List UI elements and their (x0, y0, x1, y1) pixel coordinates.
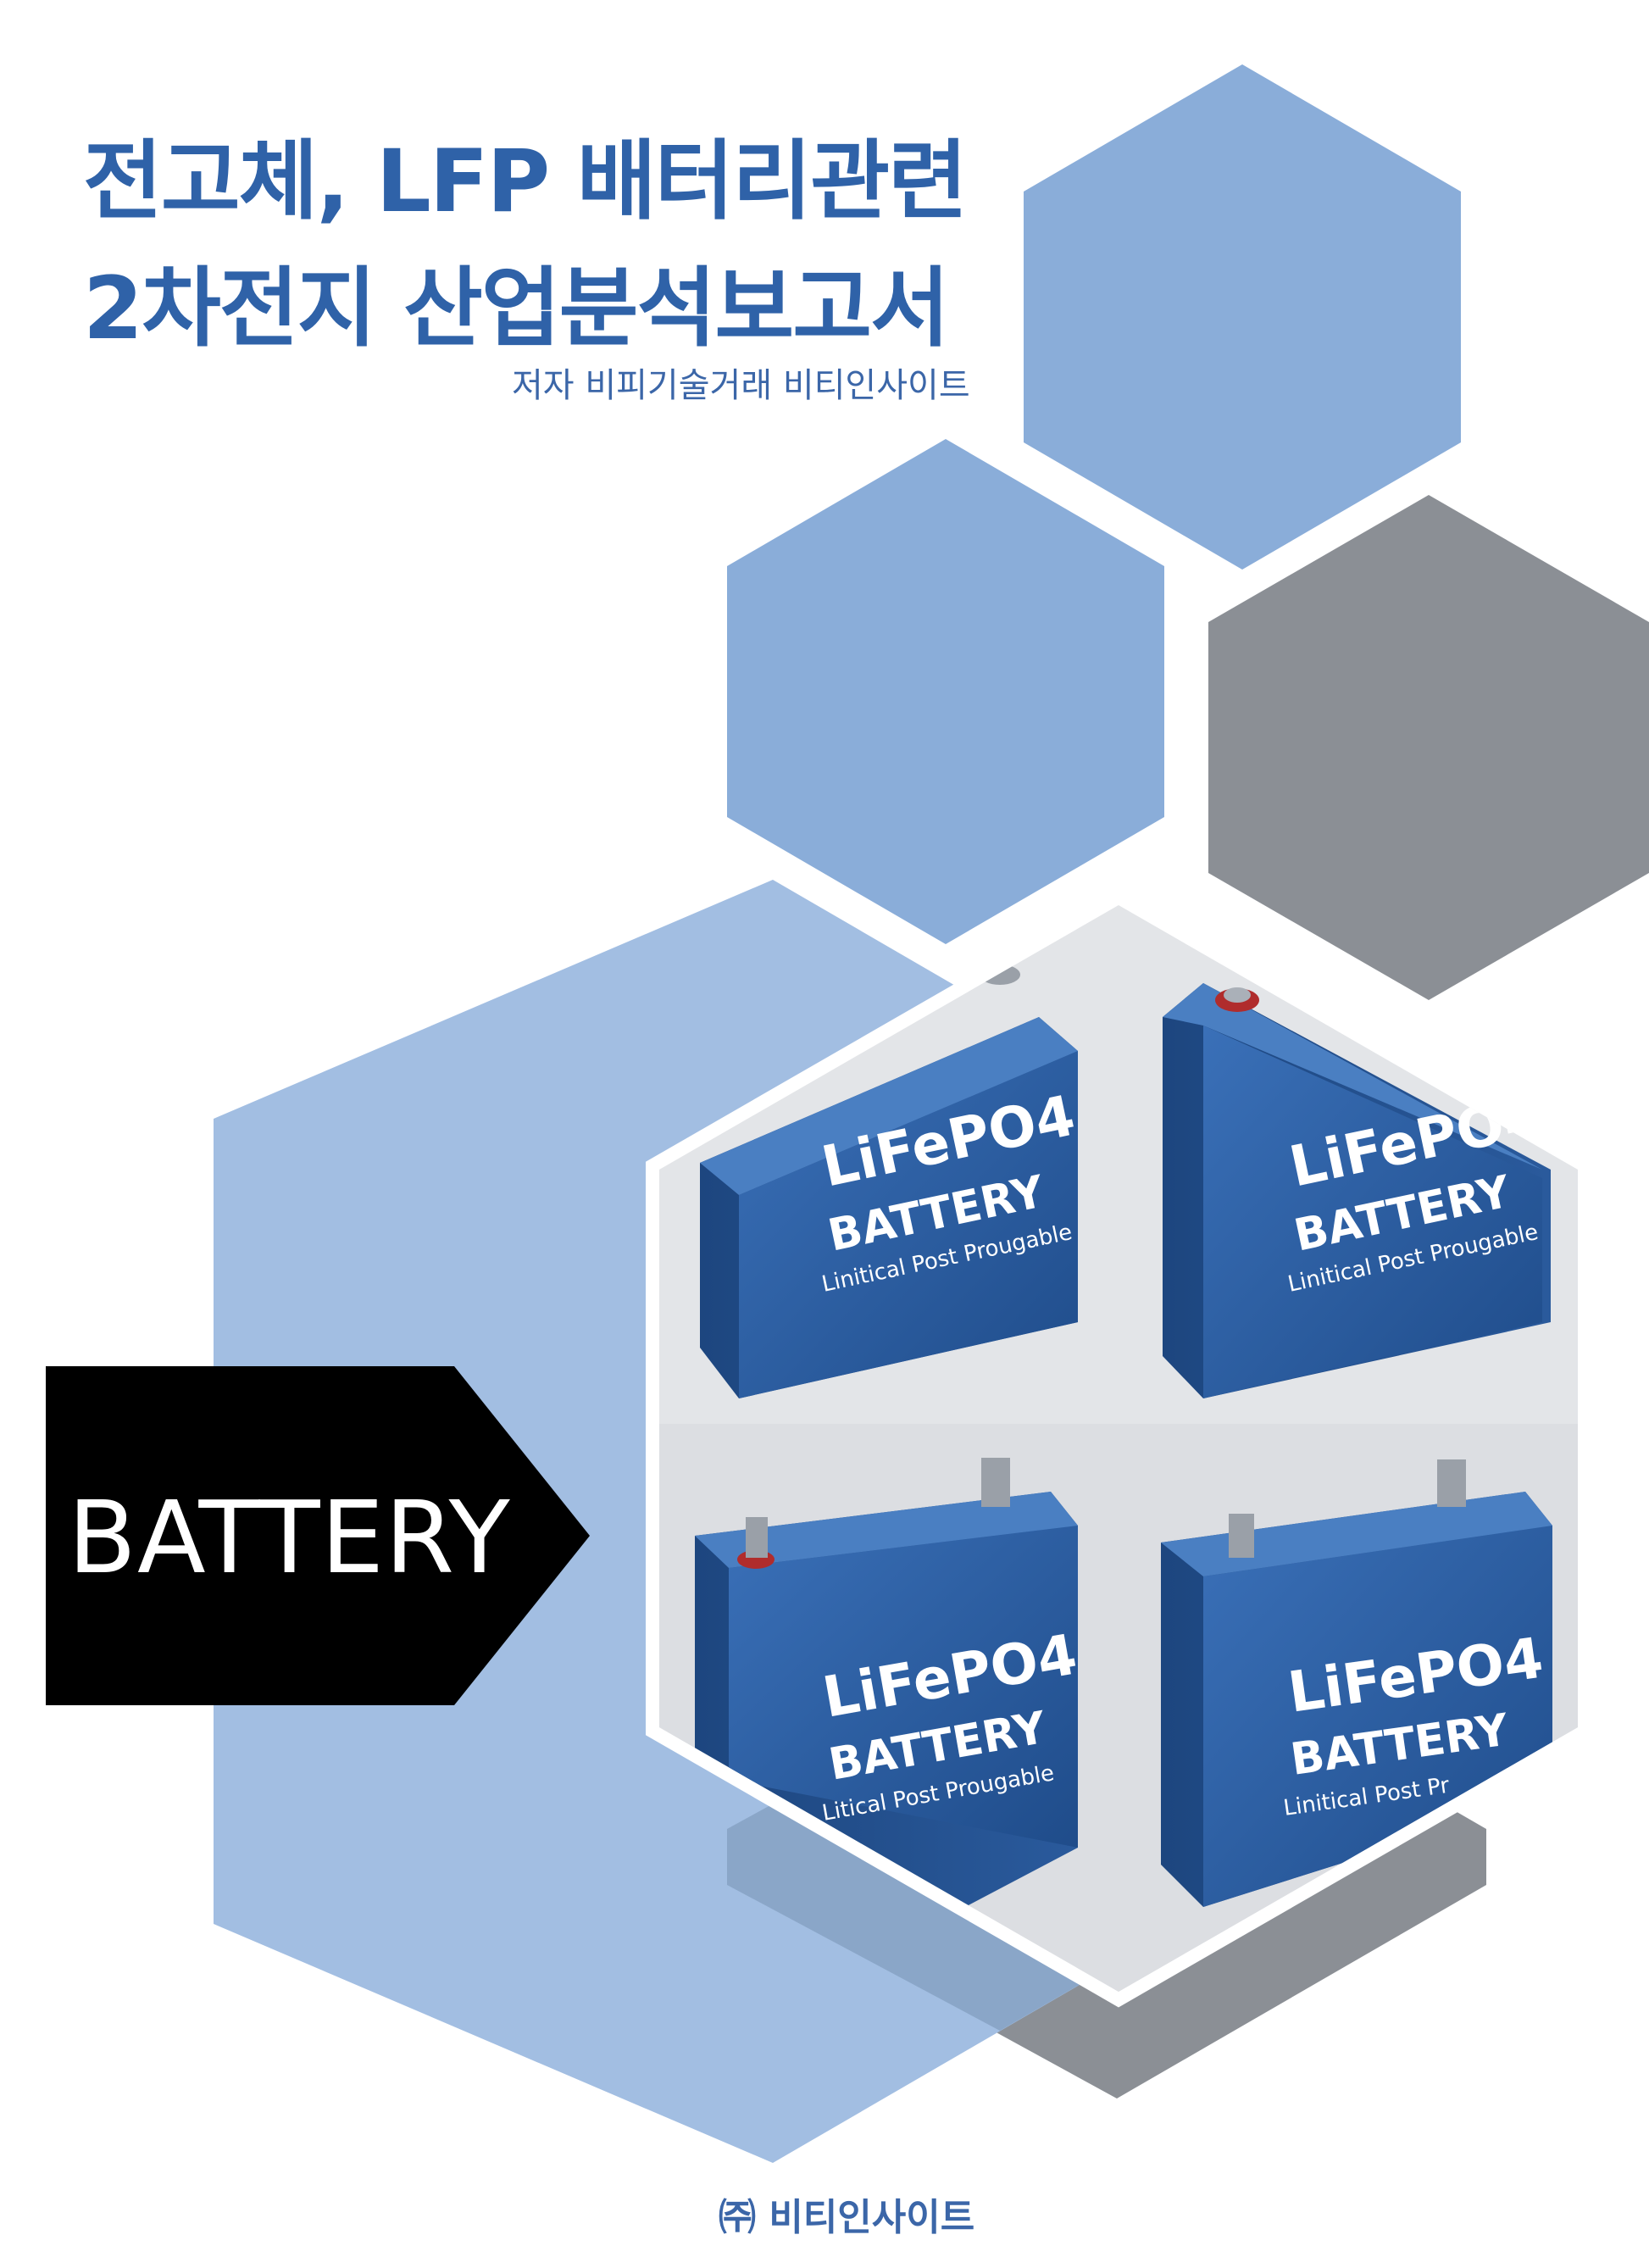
report-title-line1: 전고체, LFP 배터리관련 (83, 131, 968, 232)
battery-tag-label: BATTERY (68, 1479, 511, 1596)
hexagon-middle (727, 439, 1164, 944)
report-title: 전고체, LFP 배터리관련 2차전지 산업분석보고서 (83, 119, 968, 373)
battery-cell-3: LiFePO4 BATTERY Litical Post Prougable (695, 1458, 1081, 1915)
battery-cell-2: LiFePO4 BATTERY Linitical Post Prougable (1163, 983, 1551, 1398)
hexagon-gray-right (1208, 495, 1649, 1000)
author-credit: 저자 비피기술거래 비티인사이트 (512, 366, 970, 405)
report-title-line2: 2차전지 산업분석보고서 (83, 258, 950, 359)
publisher-name: ㈜ 비티인사이트 (719, 2196, 975, 2239)
battery-tag-shape (46, 1366, 590, 1705)
battery-cell-1: LiFePO4 BATTERY Linitical Post Prougable (700, 964, 1080, 1398)
hexagon-top-right (1024, 64, 1461, 570)
battery-photo: LiFePO4 BATTERY Linitical Post Prougable… (659, 905, 1578, 1992)
